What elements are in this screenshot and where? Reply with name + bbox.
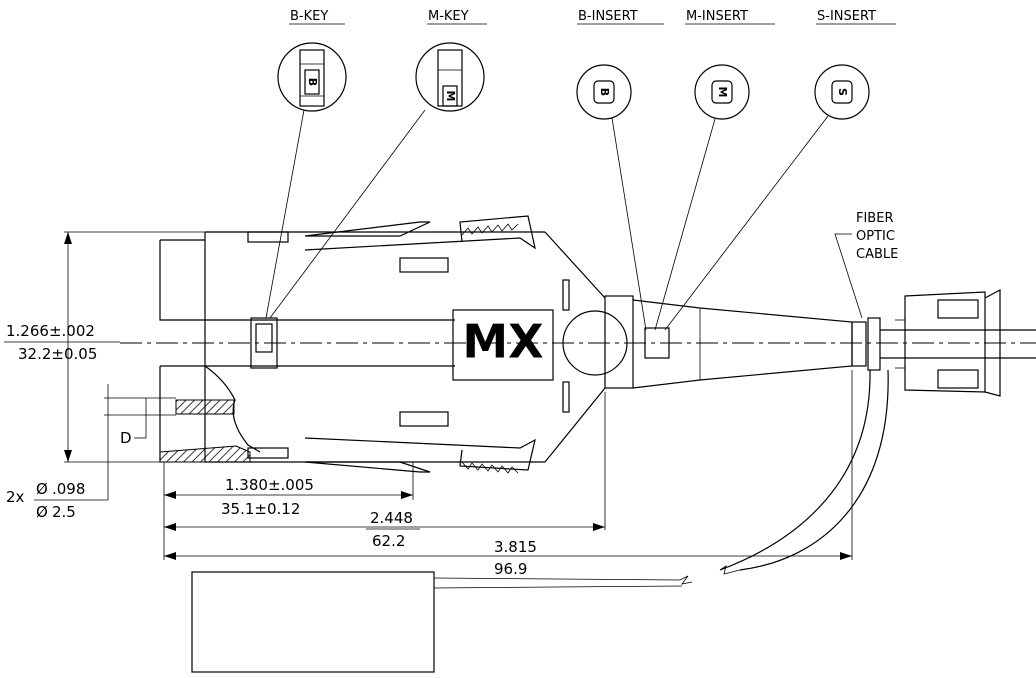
m-insert-detail-circle: M (694, 64, 750, 120)
hole-mm-value: 2.5 (52, 503, 76, 521)
b-key-label: B-KEY (290, 9, 328, 24)
s-insert-detail-circle: S (814, 64, 870, 120)
s-insert-glyph: S (836, 88, 849, 96)
len2-mm-value: 62.2 (372, 532, 405, 550)
hole-count-prefix: 2x (6, 488, 25, 506)
b-key-glyph: B (306, 78, 319, 86)
hole-dimension: D 2x Ø .098 Ø 2.5 (6, 384, 176, 521)
fiber-optic-cable-label: FIBER OPTIC CABLE (834, 211, 898, 319)
len2-inch-value: 2.448 (370, 509, 413, 527)
s-insert-label: S-INSERT (817, 9, 876, 24)
mx-brand-label: MX (462, 315, 543, 369)
m-key-detail-circle: M (415, 42, 485, 112)
b-insert-detail-circle: B (576, 64, 632, 120)
leader-lines (265, 109, 829, 331)
m-insert-glyph: M (716, 87, 729, 98)
len1-inch-value: 1.380±.005 (225, 476, 314, 494)
fiber-label-line3: CABLE (856, 247, 898, 262)
len1-mm-value: 35.1±0.12 (221, 500, 300, 518)
b-insert-label: B-INSERT (578, 9, 638, 24)
cable-reel-box (191, 571, 435, 673)
b-key-detail-circle: B (277, 42, 347, 112)
fiber-label-line2: OPTIC (856, 229, 895, 244)
hole-inch-value: .098 (52, 480, 85, 498)
length-dimensions: 1.380±.005 35.1±0.12 2.448 62.2 3.815 96… (163, 370, 853, 578)
height-inch-value: 1.266±.002 (6, 322, 95, 340)
height-dimension: 1.266±.002 32.2±0.05 (4, 231, 205, 463)
d-label: D (120, 429, 132, 447)
hole-inch-diameter-symbol: Ø (36, 480, 48, 498)
fiber-label-line1: FIBER (856, 211, 893, 226)
height-mm-value: 32.2±0.05 (18, 345, 97, 363)
top-labels: B-KEY M-KEY B-INSERT M-INSERT S-INSERT (289, 9, 896, 25)
m-key-label: M-KEY (428, 9, 469, 24)
cable-runs (191, 369, 889, 673)
len3-mm-value: 96.9 (494, 560, 527, 578)
len3-inch-value: 3.815 (494, 538, 537, 556)
hole-mm-diameter-symbol: Ø (36, 503, 48, 521)
b-insert-glyph: B (598, 88, 611, 96)
m-insert-label: M-INSERT (686, 9, 748, 24)
m-key-glyph: M (444, 91, 457, 102)
connector-body: MX (159, 215, 1036, 474)
